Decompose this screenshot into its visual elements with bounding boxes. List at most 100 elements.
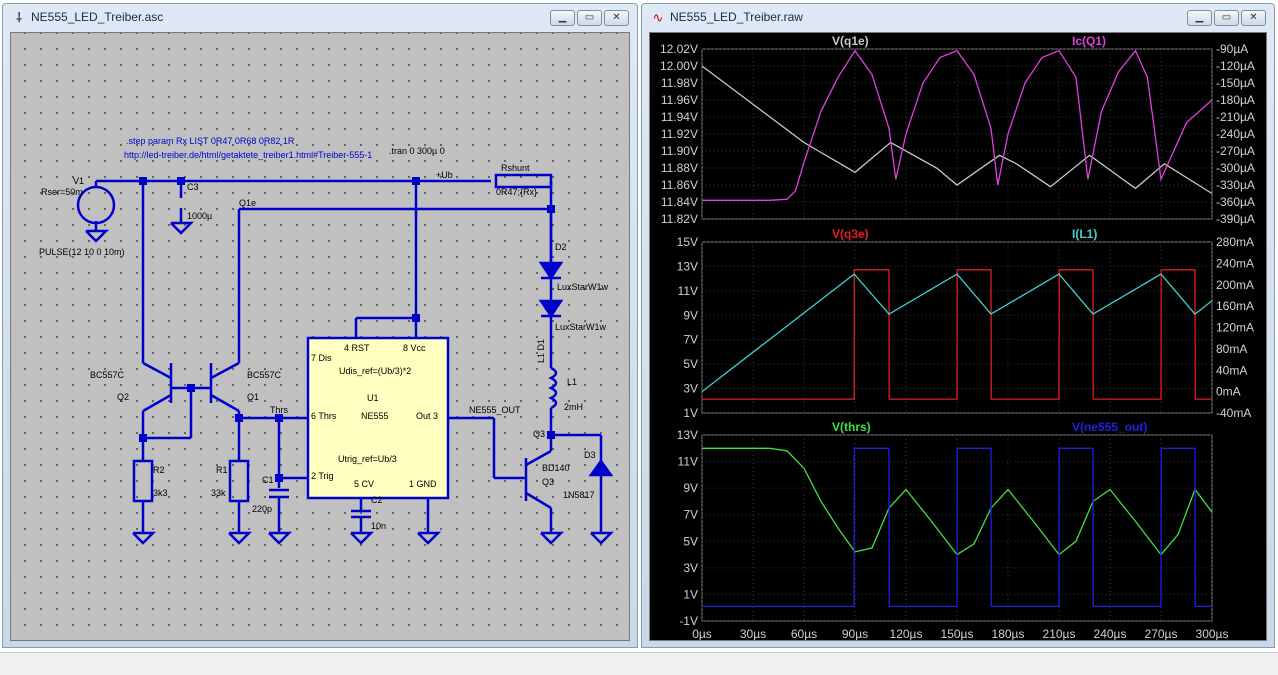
series-label: V(q3e)	[832, 227, 869, 241]
ic-pin-out: Out 3	[416, 411, 438, 421]
ytick-left: 12.00V	[660, 59, 698, 73]
xtick-label: 180µs	[992, 627, 1025, 641]
net-q3: Q3	[533, 429, 545, 439]
ytick-right: -270µA	[1216, 144, 1255, 158]
xtick-label: 210µs	[1043, 627, 1076, 641]
ytick-right: -90µA	[1216, 42, 1248, 56]
ytick-left: 7V	[683, 508, 698, 522]
maximize-icon: ▭	[1221, 12, 1232, 23]
ic-udis: Udis_ref=(Ub/3)*2	[339, 366, 411, 376]
schematic-title: NE555_LED_Treiber.asc	[31, 10, 164, 24]
maximize-button[interactable]: ▭	[577, 10, 602, 26]
minimize-icon: ▁	[558, 12, 567, 23]
label-d3: D3	[584, 450, 596, 460]
label-q1-model: BC557C	[247, 370, 282, 380]
label-q3-model: BD140	[542, 463, 570, 473]
series-line	[702, 49, 1213, 201]
label-r1-val: 33k	[211, 488, 226, 498]
xtick-label: 90µs	[842, 627, 868, 641]
ytick-right: -330µA	[1216, 178, 1255, 192]
label-d2-model: LuxStarW1w	[557, 282, 609, 292]
xtick-label: 120µs	[890, 627, 923, 641]
maximize-icon: ▭	[584, 12, 595, 23]
ytick-right: 160mA	[1216, 299, 1254, 313]
ytick-left: -1V	[679, 614, 698, 628]
ytick-left: 11.90V	[661, 144, 698, 158]
schematic-window[interactable]: ⸸ NE555_LED_Treiber.asc ▁ ▭ ✕	[2, 3, 638, 648]
minimize-button[interactable]: ▁	[1187, 10, 1212, 26]
schematic-titlebar[interactable]: ⸸ NE555_LED_Treiber.asc ▁ ▭ ✕	[3, 4, 637, 31]
ytick-left: 3V	[683, 561, 698, 575]
label-q1: Q1	[247, 392, 259, 402]
label-rshunt: Rshunt	[501, 163, 530, 173]
series-line	[701, 65, 1213, 195]
net-ne555-out: NE555_OUT	[469, 405, 521, 415]
ic-pin-vcc: 8 Vcc	[403, 343, 426, 353]
ytick-left: 11V	[678, 284, 698, 298]
ytick-left: 11.88V	[661, 161, 698, 175]
ytick-left: 5V	[683, 534, 698, 548]
ytick-right: -390µA	[1216, 212, 1255, 226]
maximize-button[interactable]: ▭	[1214, 10, 1239, 26]
label-v1: V1	[73, 176, 84, 186]
net-thrs: Thrs	[270, 405, 289, 415]
schematic-icon: ⸸	[15, 10, 23, 25]
series-line	[702, 447, 1213, 556]
label-q2: Q2	[117, 392, 129, 402]
ytick-left: 7V	[683, 333, 698, 347]
ytick-left: 9V	[683, 308, 698, 322]
ic-utrig: Utrig_ref=Ub/3	[338, 454, 397, 464]
step-directive[interactable]: .step param Rx LIST 0R47 0R68 0R82 1R	[126, 136, 295, 146]
series-label: V(q1e)	[832, 34, 869, 48]
tran-directive[interactable]: .tran 0 300µ 0	[389, 146, 445, 156]
schematic-canvas[interactable]: .step param Rx LIST 0R47 0R68 0R82 1R ht…	[10, 32, 630, 641]
series-label: Ic(Q1)	[1072, 34, 1106, 48]
xtick-label: 60µs	[791, 627, 817, 641]
ytick-left: 5V	[683, 357, 698, 371]
ic-pin-dis: 7 Dis	[311, 353, 332, 363]
ytick-left: 3V	[683, 382, 698, 396]
ytick-left: 11.92V	[661, 127, 698, 141]
label-r1: R1	[216, 465, 228, 475]
xtick-label: 150µs	[941, 627, 974, 641]
ytick-left: 11V	[678, 455, 698, 469]
xtick-label: 0µs	[692, 627, 712, 641]
ytick-right: 0mA	[1216, 385, 1241, 399]
ytick-right: -240µA	[1216, 127, 1255, 141]
ytick-left: 11.94V	[661, 110, 698, 124]
minimize-button[interactable]: ▁	[550, 10, 575, 26]
waveform-titlebar[interactable]: ∿ NE555_LED_Treiber.raw ▁ ▭ ✕	[642, 4, 1274, 31]
label-l1-d1: L1 D1	[536, 339, 546, 363]
label-l1-val: 2mH	[564, 402, 583, 412]
close-icon: ✕	[612, 12, 621, 23]
close-icon: ✕	[1249, 12, 1258, 23]
close-button[interactable]: ✕	[1241, 10, 1266, 26]
url-comment[interactable]: http://led-treiber.de/html/getaktete_tre…	[124, 150, 372, 160]
ic-pin-cv: 5 CV	[354, 479, 374, 489]
ytick-left: 11.96V	[661, 93, 698, 107]
ytick-left: 15V	[677, 235, 698, 249]
waveform-icon: ∿	[652, 10, 664, 25]
ytick-right: 240mA	[1216, 256, 1254, 270]
series-line	[702, 269, 1212, 400]
ytick-right: -120µA	[1216, 59, 1255, 73]
ytick-right: 280mA	[1216, 235, 1254, 249]
close-button[interactable]: ✕	[604, 10, 629, 26]
ytick-right: -210µA	[1216, 110, 1255, 124]
ic-pin-gnd: 1 GND	[409, 479, 437, 489]
ic-pin-trig: 2 Trig	[311, 471, 334, 481]
minimize-icon: ▁	[1195, 12, 1204, 23]
ytick-right: 80mA	[1216, 342, 1247, 356]
ytick-left: 1V	[683, 587, 698, 601]
series-label: I(L1)	[1072, 227, 1097, 241]
label-rshunt-val: 0R47;{Rx}	[496, 187, 537, 197]
schematic-drawing: .step param Rx LIST 0R47 0R68 0R82 1R ht…	[39, 136, 615, 545]
label-c2: C2	[371, 495, 383, 505]
label-c1: C1	[262, 475, 274, 485]
net-ub: +Ub	[436, 170, 453, 180]
ytick-right: -300µA	[1216, 161, 1255, 175]
ytick-right: 40mA	[1216, 363, 1247, 377]
ytick-left: 13V	[677, 259, 698, 273]
